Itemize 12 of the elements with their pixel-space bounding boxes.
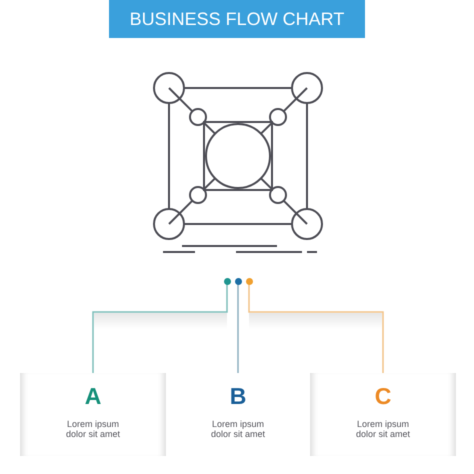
step-card [20, 373, 166, 456]
connector-line [92, 284, 228, 373]
step-letter: A [84, 383, 102, 409]
step-letter: C [374, 383, 392, 409]
step-card [310, 373, 456, 456]
step-letter: B [230, 383, 246, 409]
step-description: Lorem ipsum dolor sit amet [210, 419, 266, 439]
connector-line [248, 284, 384, 373]
step-description: Lorem ipsum dolor sit amet [64, 419, 122, 439]
connector-line [237, 284, 239, 373]
step-description: Lorem ipsum dolor sit amet [354, 419, 412, 439]
title-banner: BUSINESS FLOW CHART [109, 0, 365, 38]
